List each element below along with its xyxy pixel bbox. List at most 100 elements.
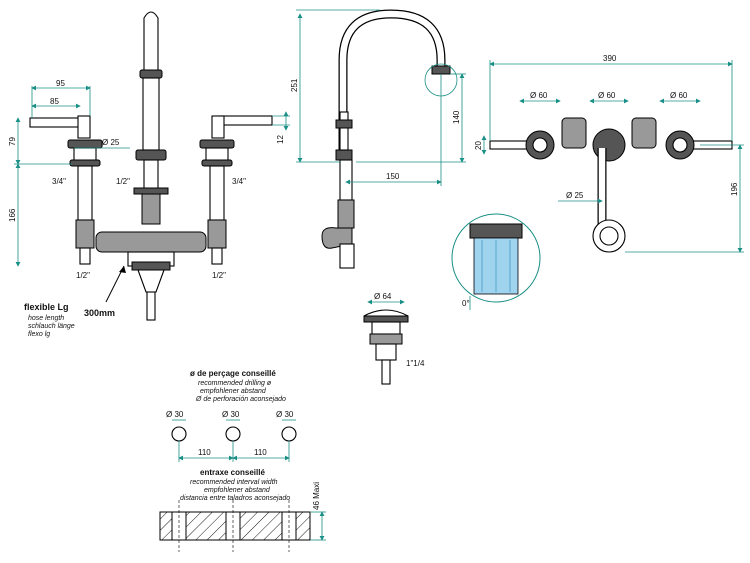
thread-1-2-center: 1/2" — [116, 177, 130, 186]
dim-d25-label: Ø 25 — [102, 138, 120, 147]
dim-d64-label: Ø 64 — [374, 292, 392, 301]
spout-shank — [143, 159, 159, 191]
spacing-1-label: 110 — [198, 448, 211, 457]
dim-46max-label: 46 Maxi — [312, 482, 321, 510]
thread-1-2-bottom-right: 1/2" — [212, 271, 226, 280]
thread-1-2-bottom-left: 1/2" — [76, 271, 90, 280]
drilling-es: Ø de perforación aconsejado — [195, 396, 286, 403]
dim-d60-a-label: Ø 60 — [530, 91, 548, 100]
hose-length-value: 300mm — [84, 308, 115, 318]
spout-aerator — [431, 65, 451, 75]
spout-arc-outline — [338, 9, 446, 150]
dim-251-label: 251 — [290, 78, 299, 92]
left-valve-flange — [69, 159, 101, 167]
interval-en: recommended interval width — [190, 479, 278, 486]
thread-3-4-right: 3/4" — [232, 177, 246, 186]
spout-side-view: 251 140 150 — [290, 9, 466, 269]
drain-rod — [381, 359, 391, 385]
dim-79-label: 79 — [8, 137, 17, 146]
side-elbow — [321, 227, 353, 249]
left-lever-neck — [77, 115, 91, 139]
spout-base — [135, 149, 167, 161]
drill-hole-3 — [281, 426, 297, 442]
spout-column — [142, 77, 160, 151]
angle-label: 0° — [462, 299, 470, 308]
side-base — [335, 149, 353, 161]
hose-pointer-head — [119, 266, 126, 273]
drain-thread: 1"1/4 — [406, 359, 425, 368]
hose-title: flexible Lg — [24, 302, 69, 312]
drilling-en: recommended drilling ø — [198, 380, 272, 387]
dim-d60-c-label: Ø 60 — [670, 91, 688, 100]
side-shank — [339, 159, 353, 201]
dim-20-label: 20 — [474, 141, 483, 150]
drain-lower — [375, 343, 397, 361]
side-thread — [337, 199, 355, 229]
drain-rod — [146, 291, 156, 321]
dim-166-label: 166 — [8, 208, 17, 222]
dim-150-label: 150 — [386, 172, 400, 181]
side-tail — [339, 243, 355, 269]
dim-12-label: 12 — [276, 135, 285, 144]
aerator-detail: 0° — [451, 213, 541, 310]
wall-left-block — [561, 117, 587, 149]
wall-mount-view: 390 Ø 60 Ø 60 Ø 60 20 196 Ø 25 — [474, 54, 744, 253]
left-valve-shank — [77, 165, 93, 221]
drain-flange — [131, 261, 171, 271]
dim-85-label: 85 — [50, 97, 59, 106]
spout-arc-fill — [339, 10, 445, 150]
front-view: 95 85 79 166 Ø 25 12 3/4" 1/2" 3/4" 1/2"… — [8, 11, 290, 338]
drain-cap — [363, 309, 409, 317]
wall-left-rosette-inner — [532, 137, 548, 153]
right-valve-tail — [211, 247, 223, 265]
side-ring — [335, 119, 353, 129]
drilling-title: ø de perçage conseillé — [190, 369, 276, 378]
interval-title: entraxe conseillé — [200, 468, 265, 477]
side-column — [339, 111, 349, 151]
right-valve-collar — [199, 139, 235, 149]
drilling-section: ø de perçage conseillé recommended drill… — [166, 369, 297, 462]
interval-de: empfohlener abstand — [204, 487, 271, 494]
spout-thread — [141, 193, 161, 225]
dim-d25-wall-label: Ø 25 — [566, 191, 584, 200]
interval-section: entraxe conseillé recommended interval w… — [159, 468, 326, 552]
dim-95-label: 95 — [56, 79, 65, 88]
wall-right-rosette-inner — [672, 137, 688, 153]
hose-es: flexo lg — [28, 331, 50, 338]
drain-body — [137, 269, 165, 293]
hose-de: schlauch länge — [28, 323, 75, 330]
drill-hole-1 — [171, 426, 187, 442]
spacing-2-label: 110 — [254, 448, 267, 457]
left-valve-tail — [79, 247, 91, 265]
drain-flange — [363, 315, 409, 323]
drill-hole-2 — [225, 426, 241, 442]
dim-d60-b-label: Ø 60 — [598, 91, 616, 100]
hole-1-label: Ø 30 — [166, 410, 184, 419]
right-valve-flange — [201, 159, 233, 167]
drain-nut — [369, 333, 403, 345]
right-lever-neck — [211, 115, 225, 139]
spout-ring — [139, 69, 163, 79]
drain-upper — [371, 321, 401, 335]
drain-view: Ø 64 1"1/4 — [363, 292, 425, 385]
thread-3-4-left: 3/4" — [52, 177, 66, 186]
spout-tip — [143, 11, 159, 71]
dim-390-label: 390 — [603, 54, 617, 63]
right-valve-shank — [209, 165, 225, 221]
hole-2-label: Ø 30 — [222, 410, 240, 419]
right-valve-thread — [207, 219, 227, 249]
dim-140-label: 140 — [452, 110, 461, 124]
detail-ring — [469, 223, 523, 239]
hose-en: hose length — [28, 315, 64, 322]
left-valve-thread — [75, 219, 95, 249]
wall-spout-end-inner — [599, 226, 619, 246]
left-valve-collar — [67, 139, 103, 149]
dim-196-label: 196 — [730, 182, 739, 196]
spout-nut — [133, 187, 169, 195]
wall-right-block — [631, 117, 657, 149]
mixing-manifold — [95, 231, 207, 253]
drilling-de: empfohlener abstand — [200, 388, 267, 395]
interval-es: distancia entre taladros aconsejado — [180, 495, 290, 502]
right-lever-handle — [217, 115, 273, 126]
